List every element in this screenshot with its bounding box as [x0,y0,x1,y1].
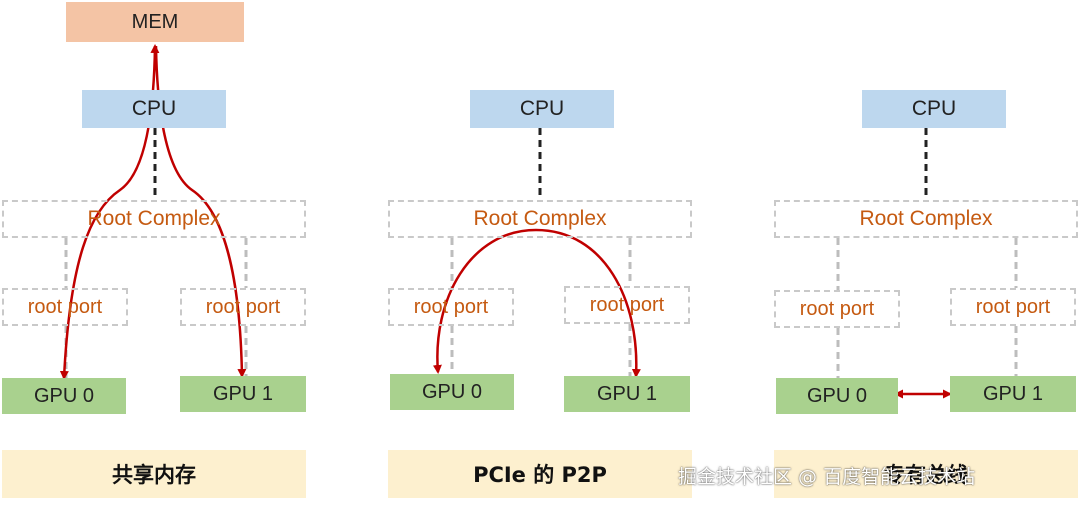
watermark-text: 掘金技术社区 @ 百度智能云技术站 [678,466,976,488]
cpu-box: CPU [470,90,614,128]
gpu1-box: GPU 1 [180,376,306,412]
root-port-left: root port [774,290,900,328]
root-complex-box: Root Complex [388,200,692,238]
caption-shared-memory: 共享内存 [2,450,306,498]
caption-dedicated-bus: 专有总线 [774,450,1078,498]
gpu0-box: GPU 0 [390,374,514,410]
flow-arrow-gpu0-to-gpu1-via-rc [432,228,641,378]
cpu-box: CPU [82,90,226,128]
root-port-left: root port [2,288,128,326]
gpu0-box: GPU 0 [776,378,898,414]
cpu-box: CPU [862,90,1006,128]
root-port-right: root port [950,288,1076,326]
gpu1-box: GPU 1 [950,376,1076,412]
root-port-left: root port [388,288,514,326]
root-complex-box: Root Complex [774,200,1078,238]
mem-box: MEM [66,2,244,42]
caption-pcie-p2p: PCIe 的 P2P [388,450,692,498]
root-port-right: root port [180,288,306,326]
root-port-right: root port [564,286,690,324]
root-complex-box: Root Complex [2,200,306,238]
gpu1-box: GPU 1 [564,376,690,412]
gpu0-box: GPU 0 [2,378,126,414]
